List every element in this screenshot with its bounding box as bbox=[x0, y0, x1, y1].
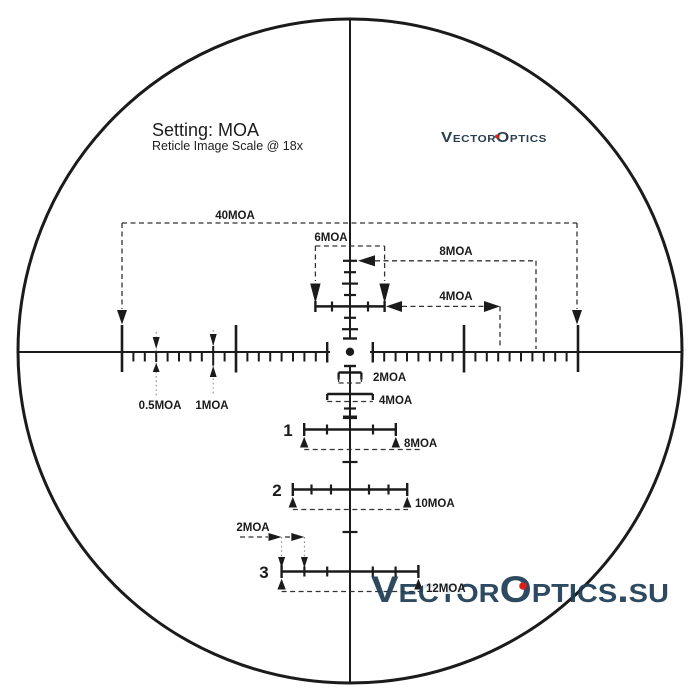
full-span-label: 40MOA bbox=[215, 210, 255, 222]
row3-spacing-label: 2MOA bbox=[236, 522, 269, 534]
left-arrowhead bbox=[386, 301, 402, 312]
holdover-row-3: 3 bbox=[259, 563, 424, 593]
row2-span-label: 10MOA bbox=[415, 498, 455, 510]
center-gap-caps bbox=[326, 337, 374, 368]
brand-logo-text: VectorOptics bbox=[441, 130, 547, 146]
row3-span-callout: 12MOA bbox=[423, 581, 466, 595]
brand-logo: VectorOptics bbox=[441, 130, 547, 146]
below-2moa-element: 2MOA bbox=[337, 371, 406, 384]
upper-bar-drop-label: 4MOA bbox=[439, 291, 472, 303]
upper-bar-drop-callout: 4MOA bbox=[386, 291, 501, 349]
holdover-row-2: 2 10MOA bbox=[272, 481, 455, 511]
row1-number: 1 bbox=[283, 421, 292, 440]
holdover-row-1: 1 8MOA bbox=[283, 421, 437, 451]
lower-vertical-ticks bbox=[342, 407, 358, 534]
row3-number: 3 bbox=[259, 563, 268, 582]
below-4moa-label: 4MOA bbox=[379, 395, 412, 407]
axis-ticks-right bbox=[383, 352, 568, 362]
half-moa-tick-callout bbox=[152, 332, 160, 396]
upper-horizontal-bar bbox=[310, 283, 390, 312]
row3-span-label: 12MOA bbox=[426, 583, 466, 595]
span-right-down-arrow bbox=[572, 310, 582, 325]
below-2moa-label: 2MOA bbox=[373, 372, 406, 384]
span-left-down-arrow bbox=[117, 310, 127, 325]
watermark-text: VectorOptics.su bbox=[371, 569, 669, 610]
bar-left-down-arrow bbox=[310, 283, 321, 304]
row3-spacing-callout: 2MOA bbox=[236, 522, 308, 568]
center-dot bbox=[345, 347, 355, 356]
bar-right-down-arrow bbox=[379, 283, 390, 304]
half-moa-label: 0.5MOA bbox=[139, 400, 182, 412]
upper-vertical-ticks bbox=[342, 259, 358, 331]
right-arrowhead bbox=[484, 301, 500, 312]
one-moa-label: 1MOA bbox=[195, 400, 228, 412]
scale-note: Reticle Image Scale @ 18x bbox=[152, 139, 304, 153]
logo-red-dot-icon bbox=[495, 134, 499, 139]
one-moa-tick-callout bbox=[209, 330, 217, 396]
watermark-red-dot-icon bbox=[519, 582, 527, 590]
upper-tick-drop-callout: 8MOA bbox=[358, 246, 537, 349]
row1-span-label: 8MOA bbox=[404, 438, 437, 450]
upper-bar-width-label: 6MOA bbox=[314, 232, 347, 244]
below-4moa-element: 4MOA bbox=[326, 392, 412, 407]
left-arrowhead bbox=[358, 255, 375, 267]
axis-ticks-left bbox=[132, 352, 317, 362]
watermark: VectorOptics.su bbox=[371, 569, 669, 610]
axis-major-ticks bbox=[120, 325, 580, 373]
setting-title: Setting: MOA bbox=[152, 120, 259, 140]
upper-bar-width-callout: 6MOA bbox=[314, 232, 386, 281]
row2-number: 2 bbox=[272, 481, 281, 500]
full-span-callout: 40MOA bbox=[117, 210, 582, 325]
upper-tick-drop-label: 8MOA bbox=[439, 246, 472, 258]
